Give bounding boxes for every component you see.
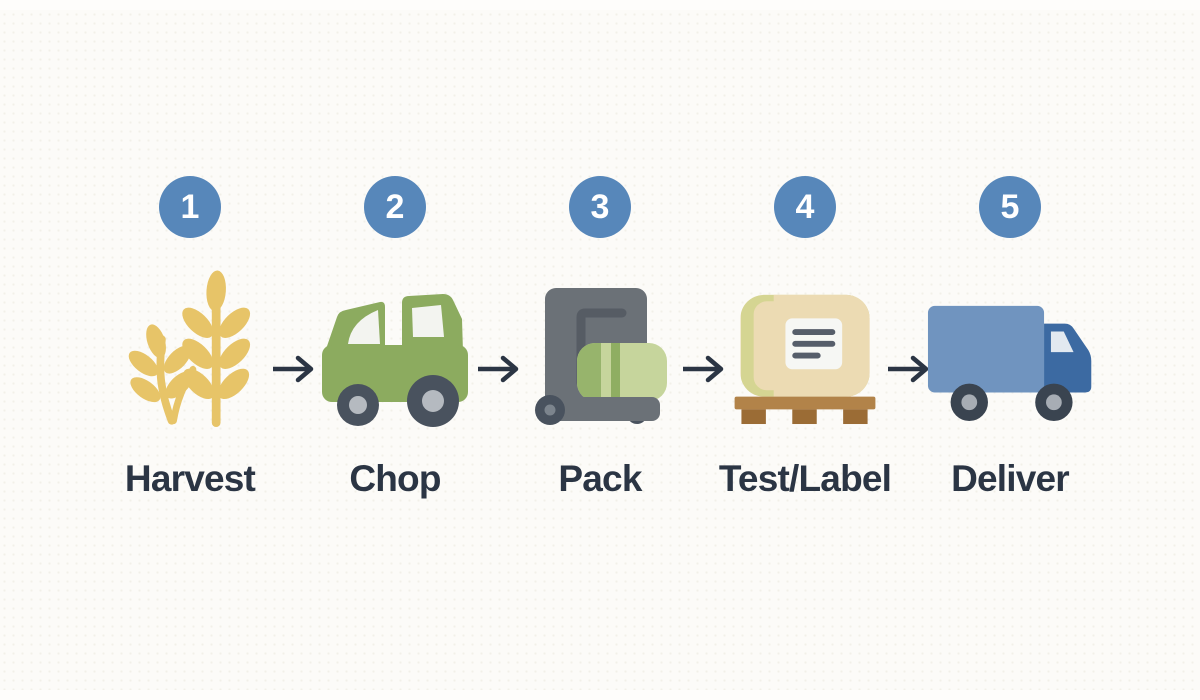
step-number-badge: 2 bbox=[364, 176, 426, 238]
step-icon-box bbox=[927, 268, 1092, 428]
arrow-right-icon bbox=[272, 355, 313, 383]
process-step-test-label: 4 bbox=[719, 176, 892, 500]
arrow-right-icon bbox=[477, 355, 518, 383]
flow-arrow bbox=[680, 176, 725, 384]
baler-machine-icon bbox=[535, 288, 667, 425]
step-label: Harvest bbox=[124, 458, 256, 499]
arrow-right-icon bbox=[887, 355, 928, 383]
flow-arrow bbox=[885, 176, 930, 384]
flow-arrow bbox=[270, 176, 315, 384]
process-step-chop: 2 Chop bbox=[315, 176, 475, 500]
process-step-harvest: 1 bbox=[110, 176, 270, 500]
step-number: 4 bbox=[795, 188, 815, 226]
step-number: 1 bbox=[180, 188, 200, 226]
process-step-deliver: 5 Deliver bbox=[927, 176, 1092, 500]
step-number: 3 bbox=[590, 188, 610, 226]
step-number-badge: 4 bbox=[774, 176, 836, 238]
step-label: Test/Label bbox=[718, 458, 892, 499]
step-icon-box bbox=[520, 268, 680, 428]
arrow-right-icon bbox=[682, 355, 723, 383]
delivery-truck-icon bbox=[927, 305, 1092, 421]
step-label: Pack bbox=[558, 458, 642, 499]
step-number: 2 bbox=[385, 188, 405, 226]
bale-pallet-label-icon bbox=[734, 294, 876, 425]
step-number-badge: 5 bbox=[979, 176, 1041, 238]
chop-truck-icon bbox=[322, 294, 468, 427]
step-icon-box bbox=[315, 268, 475, 428]
step-label: Deliver bbox=[951, 458, 1070, 499]
step-icon-box bbox=[110, 268, 270, 428]
wheat-icon bbox=[128, 270, 251, 427]
process-step-pack: 3 bbox=[520, 176, 680, 500]
flow-arrow bbox=[475, 176, 520, 384]
step-number-badge: 3 bbox=[569, 176, 631, 238]
step-label: Chop bbox=[349, 458, 441, 499]
step-number-badge: 1 bbox=[159, 176, 221, 238]
step-icon-box bbox=[725, 268, 885, 428]
flow-row: 1 bbox=[110, 176, 1092, 500]
step-number: 5 bbox=[1000, 188, 1020, 226]
